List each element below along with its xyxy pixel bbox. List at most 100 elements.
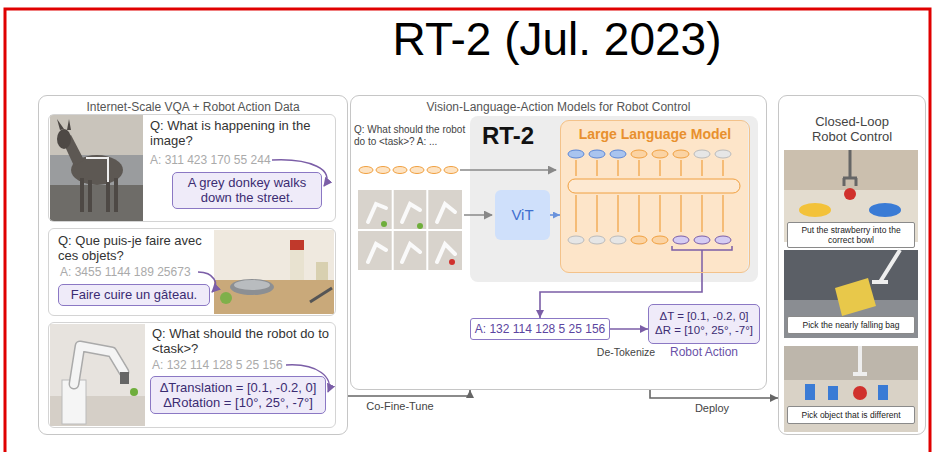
objects-photo <box>878 385 888 400</box>
connector <box>650 390 778 398</box>
connector <box>610 328 648 330</box>
kitchen-photo <box>290 240 304 280</box>
query-tokens <box>376 167 390 174</box>
query-tokens <box>359 167 458 174</box>
model-box: RT-2Large Language ModelViT <box>470 116 758 282</box>
node-text: A grey donkey walks down the street. <box>176 175 318 206</box>
camera-image <box>358 190 462 270</box>
objects-photo <box>853 386 867 400</box>
robot-photo <box>74 346 124 384</box>
kitchen-photo <box>230 279 274 295</box>
node-text: Pick the nearly falling bag <box>803 320 900 330</box>
robot-photo <box>130 388 138 396</box>
kitchen-photo <box>214 230 334 314</box>
robot-photo <box>50 324 145 426</box>
caption-box: Pick object that is different <box>787 406 915 424</box>
connector <box>550 214 560 216</box>
query-text: Q: What should the robot do to <task>? A… <box>354 124 466 148</box>
kitchen-photo <box>214 280 334 314</box>
node-text: ΔRotation = [10°, 25°, -7°] <box>163 395 313 410</box>
donkey-photo <box>80 178 84 212</box>
llm-tokens <box>673 236 689 244</box>
llm-tokens <box>576 160 723 176</box>
robot-photo <box>50 324 145 426</box>
camera-image <box>417 223 423 229</box>
panel: Internet-Scale VQA + Robot Action DataQ:… <box>38 95 348 435</box>
llm-tokens <box>568 150 584 158</box>
answer-box: A grey donkey walks down the street. <box>172 172 322 209</box>
bag-photo <box>835 278 876 316</box>
llm-tokens <box>631 150 647 158</box>
donkey-photo <box>106 180 110 212</box>
frame-border <box>5 9 930 452</box>
kitchen-photo <box>310 288 332 302</box>
objects-photo <box>805 384 815 400</box>
objects-photo <box>784 380 918 432</box>
objects-photo <box>784 346 918 432</box>
node-text: Faire cuire un gâteau. <box>71 287 197 302</box>
strawberry-photo <box>869 203 901 217</box>
node-text: ΔR = [10°, 25°, -7°] <box>655 324 753 338</box>
vit-box: ViT <box>495 190 550 240</box>
action-box: ΔT = [0.1, -0.2, 0]ΔR = [10°, 25°, -7°]R… <box>648 304 760 344</box>
title: RT-2 (Jul. 2023) <box>300 12 814 66</box>
node-text: A: 3455 1144 189 25673 <box>60 265 210 279</box>
node-text: ΔTranslation = [0.1, -0.2, 0] <box>160 380 317 395</box>
connector <box>348 390 470 396</box>
llm-fill <box>560 120 748 273</box>
bag-photo <box>784 250 918 338</box>
node-text: RT-2 <box>482 122 562 150</box>
strawberry-photo <box>844 188 856 200</box>
camera-image <box>437 204 455 222</box>
llm-tokens <box>631 236 647 244</box>
edge-label: De-Tokenize <box>595 346 657 358</box>
llm-tokens <box>589 150 605 158</box>
query-tokens <box>359 167 373 174</box>
llm-tokens <box>610 236 626 244</box>
bag-photo <box>872 250 900 282</box>
caption-box: Put the strawberry into the correct bowl <box>787 222 915 248</box>
example-card: Q: Que puis-je faire avec ces objets?A: … <box>48 228 336 316</box>
llm-tokens <box>715 150 731 158</box>
llm-tokens <box>672 246 732 273</box>
donkey-photo <box>114 178 118 212</box>
llm-box: Large Language Model <box>560 120 750 273</box>
node-text: ΔT = [0.1, -0.2, 0] <box>660 310 749 324</box>
objects-photo <box>784 346 918 432</box>
objects-photo <box>853 346 867 374</box>
strawberry-photo <box>799 203 831 217</box>
llm-tokens <box>568 179 740 193</box>
llm-tokens <box>589 236 605 244</box>
llm-tokens <box>568 150 740 273</box>
query-tokens <box>444 167 458 174</box>
node-text: Pick object that is different <box>801 410 900 420</box>
donkey-photo <box>50 115 143 155</box>
llm-tokens <box>652 236 668 244</box>
action-box: ΔTranslation = [0.1, -0.2, 0]ΔRotation =… <box>150 376 326 414</box>
camera-image <box>368 204 386 222</box>
kitchen-photo <box>316 262 328 280</box>
camera-image <box>402 204 420 222</box>
node-text: Internet-Scale VQA + Robot Action Data <box>39 96 347 114</box>
camera-image <box>449 259 455 265</box>
query-tokens <box>393 167 407 174</box>
example-card: Q: What should the robot do to <task>?A:… <box>48 322 336 428</box>
edge-label: Co-Fine-Tune <box>364 400 435 413</box>
llm-tokens <box>652 150 668 158</box>
node-text: Vision-Language-Action Models for Robot … <box>351 96 766 114</box>
strawberry-photo <box>843 150 857 186</box>
donkey-photo <box>57 119 71 130</box>
example-card: Q: What is happening in the image?A: 311… <box>48 114 336 222</box>
node-text: Put the strawberry into the correct bowl <box>791 225 911 245</box>
kitchen-photo <box>290 240 304 250</box>
llm-tokens <box>694 236 710 244</box>
node-text: A: 132 114 128 5 25 156 <box>475 322 606 336</box>
kitchen-photo <box>220 292 232 304</box>
donkey-photo <box>88 180 92 212</box>
query-tokens <box>427 167 441 174</box>
camera-image <box>381 221 387 227</box>
donkey-photo <box>50 115 143 221</box>
image-arrow <box>464 214 492 216</box>
